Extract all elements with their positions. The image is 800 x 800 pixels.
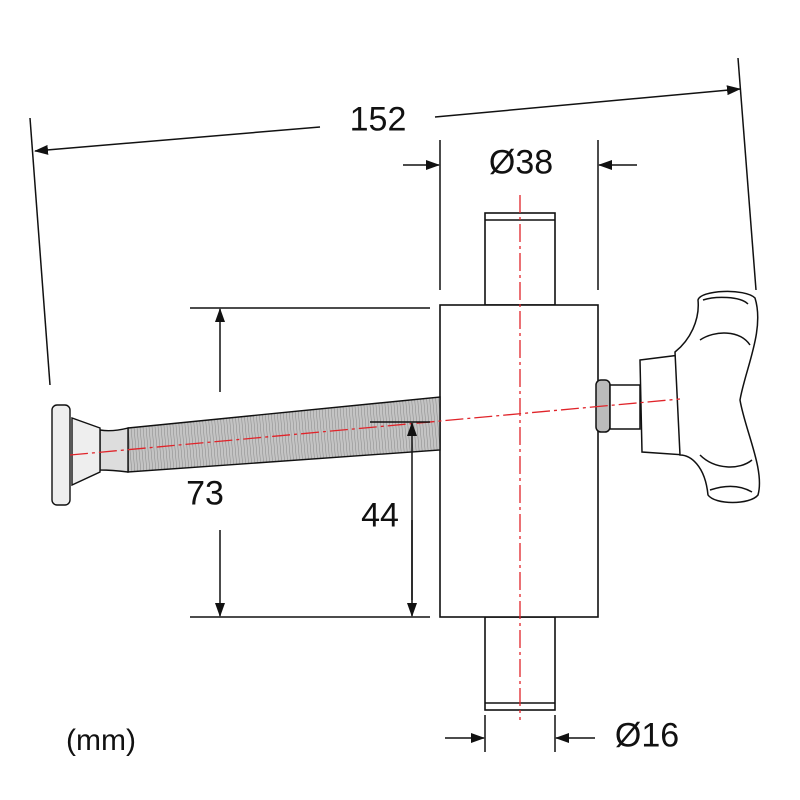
foot-pad <box>51 404 71 506</box>
label-body-height: 73 <box>186 474 224 513</box>
tightening-knob <box>595 290 761 504</box>
centerlines <box>69 195 681 720</box>
units-label: (mm) <box>66 724 136 757</box>
label-overall-length: 152 <box>349 100 407 139</box>
clamp-body <box>439 212 599 711</box>
cylinder-body <box>439 304 599 618</box>
label-rod-height: 44 <box>361 496 399 535</box>
dimension-overall-length <box>29 57 757 386</box>
dimension-body-height <box>190 307 430 618</box>
dimension-pin-diameter <box>445 715 595 752</box>
threaded-rod <box>51 396 441 506</box>
dimension-body-diameter <box>403 140 637 290</box>
label-body-diameter: Ø38 <box>488 143 554 182</box>
label-pin-diameter: Ø16 <box>614 716 680 755</box>
dimension-rod-height <box>370 421 430 617</box>
